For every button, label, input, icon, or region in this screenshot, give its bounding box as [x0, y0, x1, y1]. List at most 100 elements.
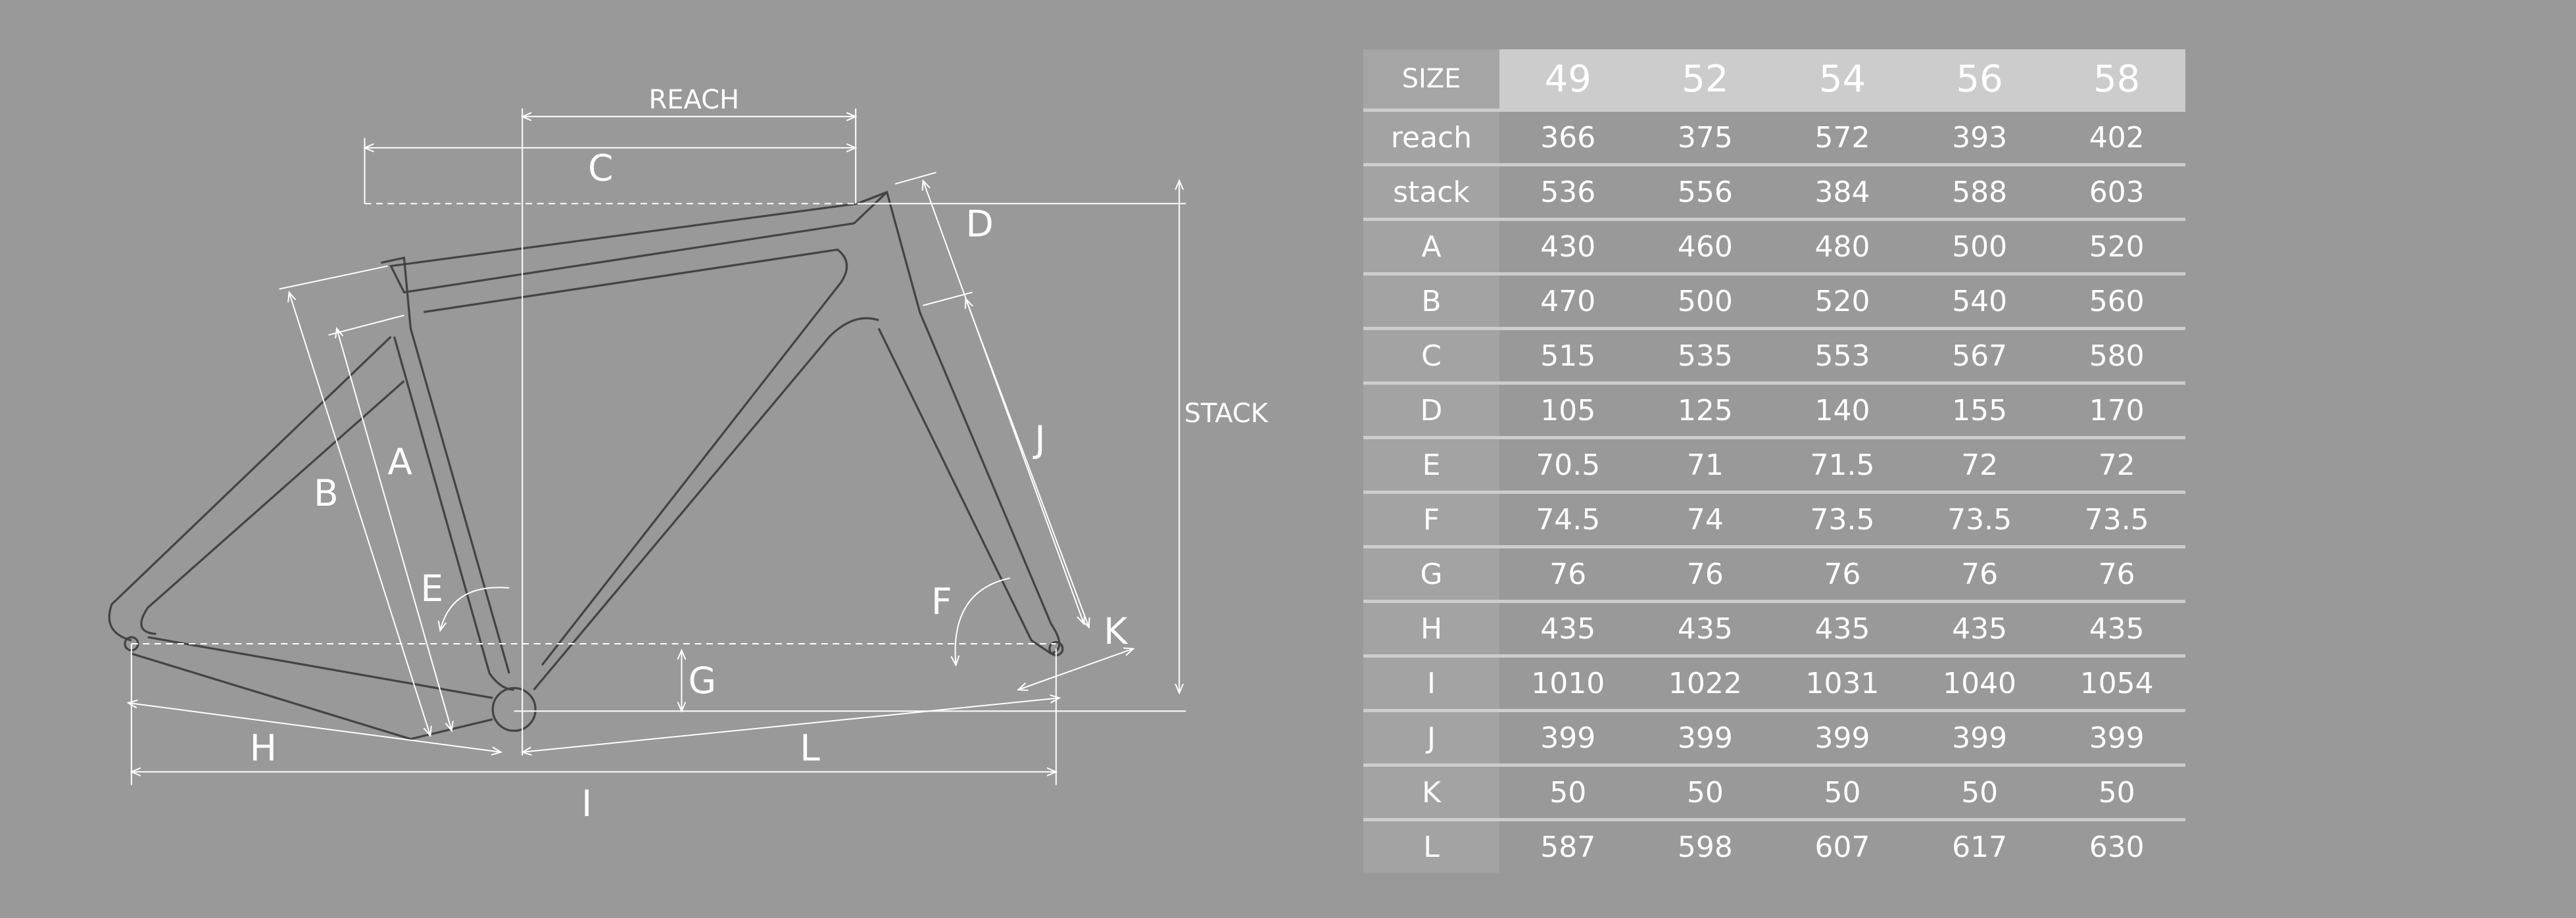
table-cell: 556 — [1636, 163, 1774, 220]
table-cell: 71.5 — [1774, 436, 1911, 493]
row-label: D — [1363, 381, 1499, 438]
table-cell: 105 — [1499, 381, 1637, 438]
table-cell: 572 — [1774, 109, 1911, 165]
table-cell: 553 — [1774, 327, 1911, 383]
table-cell: 1031 — [1774, 654, 1911, 711]
table-cell: 72 — [1910, 436, 2049, 493]
table-cell: 520 — [2048, 218, 2185, 274]
label-stack: STACK — [1184, 399, 1269, 429]
label-k: K — [1104, 610, 1129, 652]
size-54: 54 — [1774, 49, 1911, 110]
frame-outline — [108, 191, 1064, 740]
table-cell: 50 — [1499, 763, 1637, 820]
row-label: L — [1363, 818, 1499, 873]
table-cell: 74.5 — [1499, 491, 1637, 547]
row-label: B — [1363, 272, 1499, 329]
row-label: I — [1363, 654, 1499, 711]
table-cell: 470 — [1499, 272, 1637, 329]
label-f: F — [931, 581, 952, 623]
table-cell: 73.5 — [2048, 491, 2185, 547]
table-cell: 617 — [1910, 818, 2049, 873]
row-label: stack — [1363, 163, 1499, 220]
row-label: H — [1363, 600, 1499, 656]
table-cell: 76 — [1499, 545, 1637, 602]
row-label: E — [1363, 436, 1499, 493]
table-cell: 1054 — [2048, 654, 2185, 711]
table-cell: 567 — [1910, 327, 2049, 383]
table-cell: 399 — [2048, 709, 2185, 765]
table-cell: 71 — [1636, 436, 1774, 493]
label-i: I — [581, 783, 592, 825]
dimension-lines — [128, 108, 1186, 785]
table-cell: 580 — [2048, 327, 2185, 383]
table-cell: 430 — [1499, 218, 1637, 274]
row-label: K — [1363, 763, 1499, 820]
table-cell: 393 — [1910, 109, 2049, 165]
table-cell: 1010 — [1499, 654, 1637, 711]
table-cell: 560 — [2048, 272, 2185, 329]
label-h: H — [250, 727, 277, 769]
label-d: D — [965, 203, 993, 245]
table-cell: 500 — [1910, 218, 2049, 274]
table-cell: 50 — [2048, 763, 2185, 820]
table-cell: 375 — [1636, 109, 1774, 165]
size-56: 56 — [1910, 49, 2049, 110]
row-label: J — [1363, 709, 1499, 765]
table-cell: 598 — [1636, 818, 1774, 873]
table-cell: 535 — [1636, 327, 1774, 383]
table-cell: 125 — [1636, 381, 1774, 438]
table-cell: 588 — [1910, 163, 2049, 220]
label-reach: REACH — [649, 85, 740, 115]
table-cell: 170 — [2048, 381, 2185, 438]
table-cell: 607 — [1774, 818, 1911, 873]
table-cell: 435 — [1636, 600, 1774, 656]
table-cell: 76 — [1910, 545, 2049, 602]
label-e: E — [420, 568, 443, 610]
table-cell: 76 — [1774, 545, 1911, 602]
table-cell: 515 — [1499, 327, 1637, 383]
table-cell: 460 — [1636, 218, 1774, 274]
table-cell: 76 — [2048, 545, 2185, 602]
table-cell: 366 — [1499, 109, 1637, 165]
table-cell: 72 — [2048, 436, 2185, 493]
table-cell: 50 — [1774, 763, 1911, 820]
size-header-row: SIZE 49 52 54 56 58 — [1363, 49, 2185, 110]
label-g: G — [688, 660, 716, 702]
table-cell: 435 — [1499, 600, 1637, 656]
table-cell: 384 — [1774, 163, 1911, 220]
label-j: J — [1033, 418, 1045, 460]
size-52: 52 — [1636, 49, 1774, 110]
table-cell: 140 — [1774, 381, 1911, 438]
table-cell: 435 — [1910, 600, 2049, 656]
row-label: G — [1363, 545, 1499, 602]
table-cell: 70.5 — [1499, 436, 1637, 493]
table-cell: 480 — [1774, 218, 1911, 274]
table-cell: 630 — [2048, 818, 2185, 873]
table-cell: 76 — [1636, 545, 1774, 602]
label-c: C — [588, 147, 613, 189]
table-cell: 536 — [1499, 163, 1637, 220]
table-cell: 540 — [1910, 272, 2049, 329]
table-cell: 399 — [1499, 709, 1637, 765]
row-label: F — [1363, 491, 1499, 547]
table-cell: 1040 — [1910, 654, 2049, 711]
bike-frame-diagram: REACH STACK C D A B E F G H I J K L — [108, 85, 1269, 825]
table-cell: 73.5 — [1774, 491, 1911, 547]
table-cell: 435 — [2048, 600, 2185, 656]
table-cell: 1022 — [1636, 654, 1774, 711]
table-cell: 155 — [1910, 381, 2049, 438]
row-label: reach — [1363, 109, 1499, 165]
